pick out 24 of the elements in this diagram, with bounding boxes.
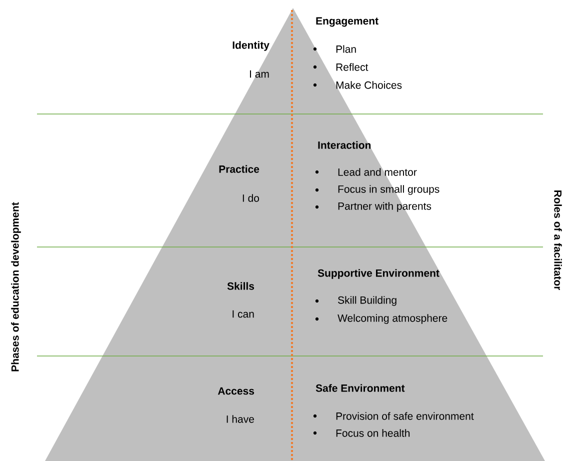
phase-label: I can [232,310,254,318]
bullet-text: Focus in small groups [338,185,440,195]
phase-label: I do [242,194,260,202]
bullet-text: Focus on health [336,429,410,437]
role-heading: Supportive Environment [318,269,440,279]
bullet-text: Lead and mentor [338,168,417,176]
phase-label: I have [226,415,254,423]
bullet-text: Skill Building [338,296,396,306]
bullet-text: Reflect [336,63,368,71]
axis-label: Roles of a facilitator [554,190,562,290]
role-heading: Interaction [318,141,371,149]
role-heading: Safe Environment [316,384,405,392]
bullet-text: Plan [336,45,356,53]
phase-label: Practice [219,165,260,173]
role-heading: Engagement [316,17,378,27]
bullet-text: Welcoming atmosphere [338,314,448,324]
bullet-text: Make Choices [336,81,402,89]
phase-label: I am [250,70,269,78]
phase-label: Skills [227,282,254,290]
phase-label: Access [218,387,254,395]
axis-label: Phases of education development [11,202,21,372]
bullet-text: Provision of safe environment [336,412,474,420]
phase-label: Identity [232,41,270,51]
bullet-text: Partner with parents [338,202,432,212]
